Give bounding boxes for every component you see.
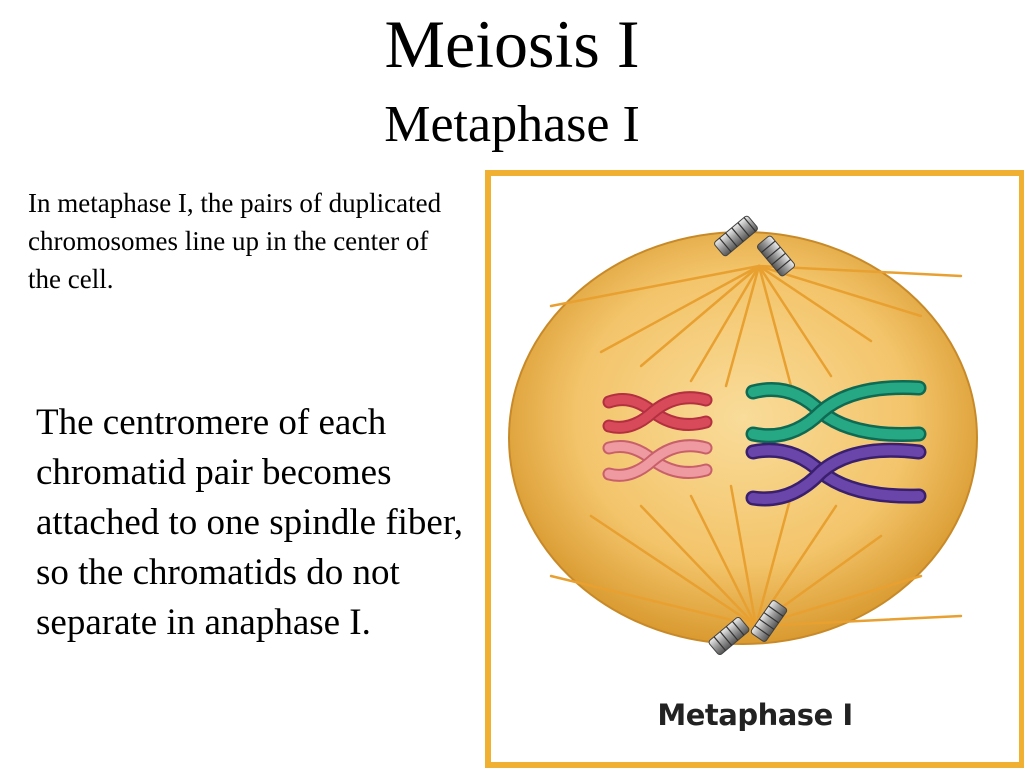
intro-text: In metaphase I, the pairs of duplicated … [28,188,442,294]
figure-label: Metaphase I [657,698,853,732]
metaphase-figure: Metaphase I [485,170,1024,768]
chromosome-pink-lower [602,439,713,482]
centriole-pair-bottom [708,600,788,656]
chromosome-purple-lower [745,442,927,507]
chromosome-red-upper [602,391,713,434]
slide-subtitle: Metaphase I [384,96,640,153]
cell-diagram [508,215,978,656]
body-text: The centromere of each chromatid pair be… [36,402,463,643]
centriole-pair-top [714,215,796,277]
slide-title: Meiosis I [384,6,640,82]
chromosome-green-upper [745,380,927,444]
